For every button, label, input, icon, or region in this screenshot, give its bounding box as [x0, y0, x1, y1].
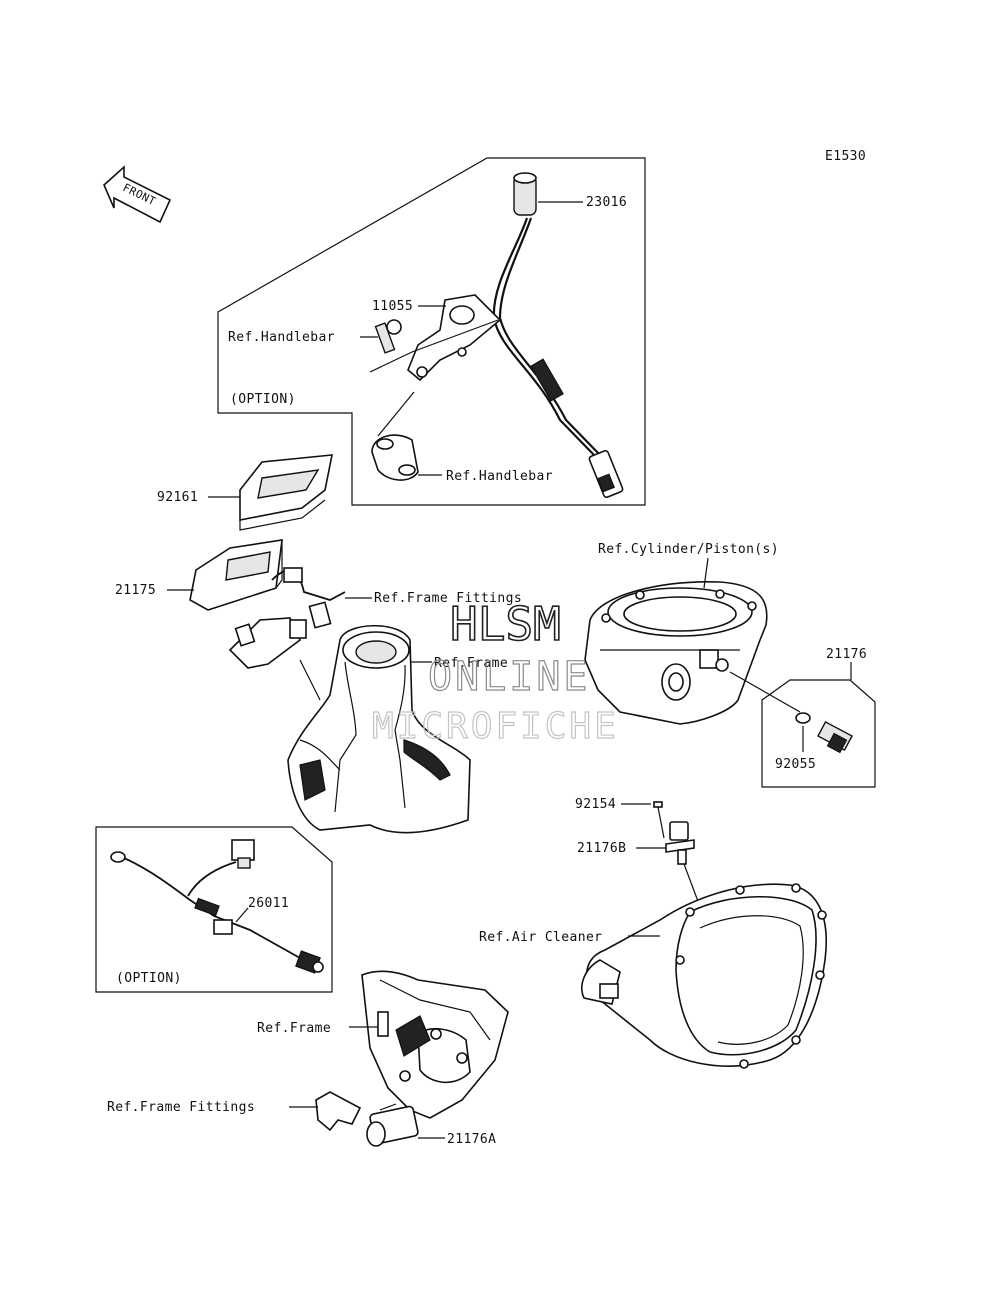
handlebar-clamp	[371, 434, 419, 481]
switch-23016	[492, 172, 624, 499]
ecu-21175	[189, 539, 283, 611]
diagram-code: E1530	[825, 149, 866, 164]
label-ref-air-cleaner: Ref.Air Cleaner	[479, 930, 602, 945]
watermark: HLSM ONLINE MICROFICHE	[371, 596, 619, 747]
label-ref-cylinder: Ref.Cylinder/Piston(s)	[598, 542, 779, 557]
option-box-1	[217, 157, 646, 506]
leader-line	[377, 391, 415, 437]
label-21176: 21176	[826, 647, 867, 662]
watermark-line3: MICROFICHE	[372, 706, 619, 747]
sensor-21176a	[315, 1091, 419, 1147]
label-26011: 26011	[248, 896, 289, 911]
label-92161: 92161	[157, 490, 198, 505]
leader-line	[703, 557, 709, 589]
label-92154: 92154	[575, 797, 616, 812]
label-ref-handlebar-1: Ref.Handlebar	[228, 330, 335, 345]
sensor-box-21176	[761, 679, 876, 788]
label-option-2: (OPTION)	[116, 971, 182, 986]
frame-steering-head	[287, 624, 471, 834]
leader-line	[729, 671, 801, 713]
ecu-bracket	[228, 567, 346, 669]
leader-line	[369, 319, 499, 373]
sensor-21176	[795, 712, 853, 754]
air-cleaner	[581, 883, 828, 1069]
bracket-11055	[374, 294, 502, 382]
watermark-line2: ONLINE	[428, 654, 591, 700]
label-ref-frame-fittings-1: Ref.Frame Fittings	[374, 591, 522, 606]
leader-line	[235, 907, 249, 923]
label-11055: 11055	[372, 299, 413, 314]
option-box-2	[95, 826, 333, 993]
frame-lower	[361, 970, 509, 1119]
label-ref-frame-2: Ref.Frame	[257, 1021, 331, 1036]
screw-92154	[653, 801, 665, 839]
front-arrow-icon: FRONT	[103, 165, 172, 224]
label-23016: 23016	[586, 195, 627, 210]
cylinder	[584, 581, 768, 725]
harness-26011	[110, 839, 324, 974]
leader-line	[299, 659, 321, 701]
label-option-1: (OPTION)	[230, 392, 296, 407]
cover-92161	[239, 454, 333, 531]
label-92055: 92055	[775, 757, 816, 772]
sensor-21176b	[665, 821, 703, 913]
label-ref-frame-fittings-2: Ref.Frame Fittings	[107, 1100, 255, 1115]
label-ref-handlebar-2: Ref.Handlebar	[446, 469, 553, 484]
label-21176a: 21176A	[447, 1132, 496, 1147]
label-ref-frame-1: Ref.Frame	[434, 656, 508, 671]
watermark-line1: HLSM	[450, 597, 561, 651]
label-21175: 21175	[115, 583, 156, 598]
label-21176b: 21176B	[577, 841, 626, 856]
